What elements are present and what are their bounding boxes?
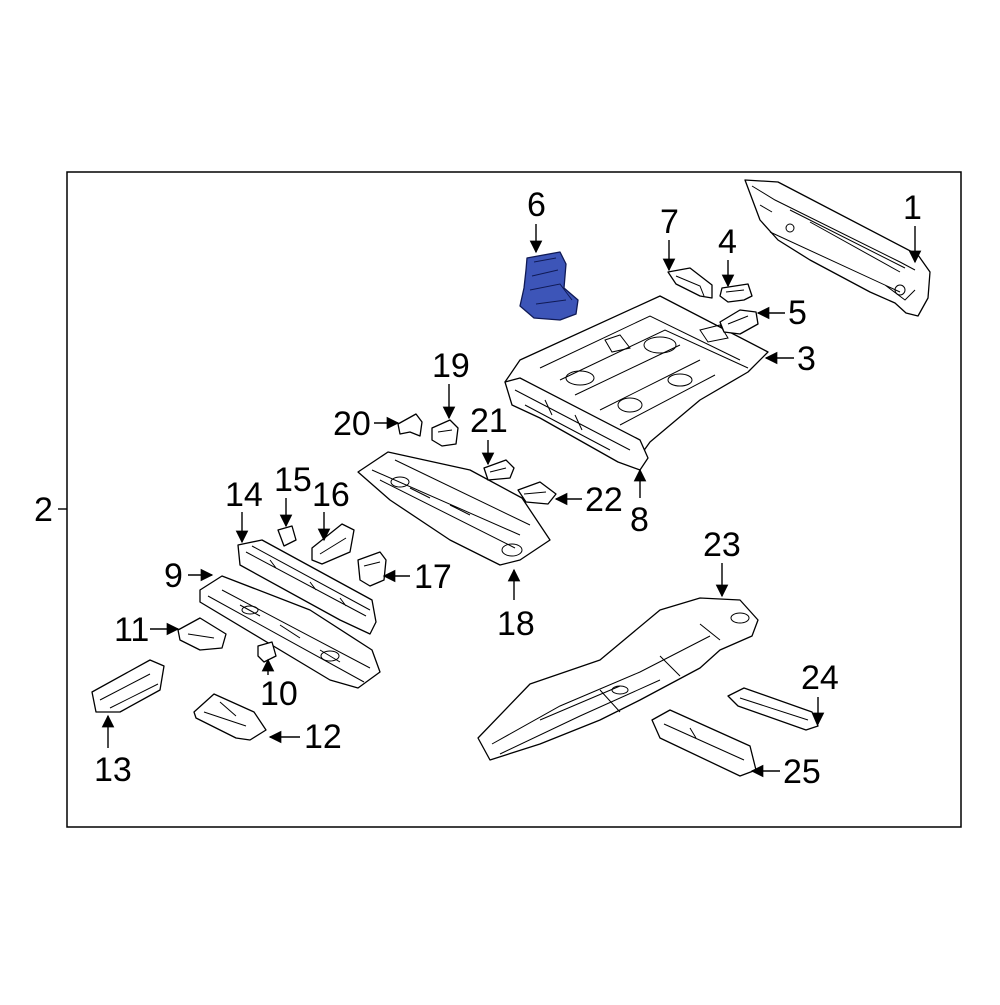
callout-13-label: 13: [94, 751, 132, 789]
callout-18[interactable]: 18: [497, 568, 535, 643]
callout-8[interactable]: 8: [630, 468, 649, 539]
callout-15[interactable]: 15: [274, 461, 312, 528]
callout-2-label: 2: [34, 491, 53, 529]
callout-1-label: 1: [903, 189, 922, 227]
callout-10[interactable]: 10: [260, 658, 298, 713]
part-4-bracket[interactable]: [719, 283, 753, 303]
callout-17-label: 17: [414, 558, 452, 596]
callout-7[interactable]: 7: [660, 203, 679, 272]
callout-24[interactable]: 24: [801, 659, 839, 726]
callout-16-label: 16: [312, 476, 350, 514]
part-5-bracket[interactable]: [719, 309, 759, 335]
callout-2[interactable]: 2: [34, 491, 67, 529]
part-11-bracket[interactable]: [177, 617, 227, 651]
part-7-bracket[interactable]: [667, 267, 713, 299]
callout-15-label: 15: [274, 461, 312, 499]
callout-1[interactable]: 1: [903, 189, 922, 264]
callout-9[interactable]: 9: [164, 557, 214, 595]
part-20-clip[interactable]: [397, 413, 423, 437]
part-6-highlighted-bracket[interactable]: [519, 251, 579, 321]
callout-9-label: 9: [164, 557, 183, 595]
callout-5-label: 5: [788, 294, 807, 332]
callout-14[interactable]: 14: [225, 476, 263, 544]
callout-12[interactable]: 12: [268, 718, 342, 756]
callout-22-label: 22: [585, 481, 623, 519]
callout-4-label: 4: [718, 223, 737, 261]
callout-4[interactable]: 4: [718, 223, 737, 288]
part-22-reinforcement[interactable]: [517, 481, 557, 505]
part-13-bracket[interactable]: [91, 659, 165, 713]
callout-21-label: 21: [470, 402, 508, 440]
part-19-bracket[interactable]: [431, 419, 459, 447]
callout-11[interactable]: 11: [114, 611, 180, 649]
callout-20-label: 20: [333, 405, 371, 443]
callout-3[interactable]: 3: [764, 340, 816, 378]
callout-16[interactable]: 16: [312, 476, 350, 542]
part-10-bracket[interactable]: [257, 641, 277, 663]
part-23-rear-frame[interactable]: [477, 597, 759, 761]
callout-23[interactable]: 23: [703, 526, 741, 598]
part-12-bracket[interactable]: [193, 693, 267, 741]
callout-21[interactable]: 21: [470, 402, 508, 466]
callout-3-label: 3: [797, 340, 816, 378]
callout-12-label: 12: [304, 718, 342, 756]
callout-24-label: 24: [801, 659, 839, 697]
callout-6-label: 6: [527, 186, 546, 224]
part-24-reinforcement[interactable]: [727, 687, 819, 731]
callout-23-label: 23: [703, 526, 741, 564]
callout-7-label: 7: [660, 203, 679, 241]
callout-19-label: 19: [432, 347, 470, 385]
callout-19[interactable]: 19: [432, 347, 470, 420]
callout-10-label: 10: [260, 675, 298, 713]
part-25-reinforcement[interactable]: [651, 709, 757, 777]
callout-8-label: 8: [630, 501, 649, 539]
callout-22[interactable]: 22: [554, 481, 623, 519]
callout-25[interactable]: 25: [750, 753, 821, 791]
callout-5[interactable]: 5: [756, 294, 807, 332]
part-17-bracket[interactable]: [357, 551, 387, 587]
part-18-center-floor[interactable]: [357, 451, 551, 566]
part-14-side-member[interactable]: [237, 539, 377, 635]
callout-17[interactable]: 17: [382, 558, 452, 596]
part-21-bracket[interactable]: [483, 459, 515, 481]
callout-13[interactable]: 13: [94, 714, 132, 789]
callout-6[interactable]: 6: [527, 186, 546, 254]
part-1-rear-panel[interactable]: [744, 179, 931, 317]
callout-20[interactable]: 20: [333, 405, 400, 443]
callout-14-label: 14: [225, 476, 263, 514]
part-9-side-panel[interactable]: [199, 575, 381, 689]
part-15-bracket[interactable]: [277, 525, 297, 547]
callout-18-label: 18: [497, 605, 535, 643]
callout-25-label: 25: [783, 753, 821, 791]
callout-11-label: 11: [114, 611, 149, 649]
diagram-frame: [66, 171, 962, 828]
part-16-bracket[interactable]: [311, 523, 355, 565]
